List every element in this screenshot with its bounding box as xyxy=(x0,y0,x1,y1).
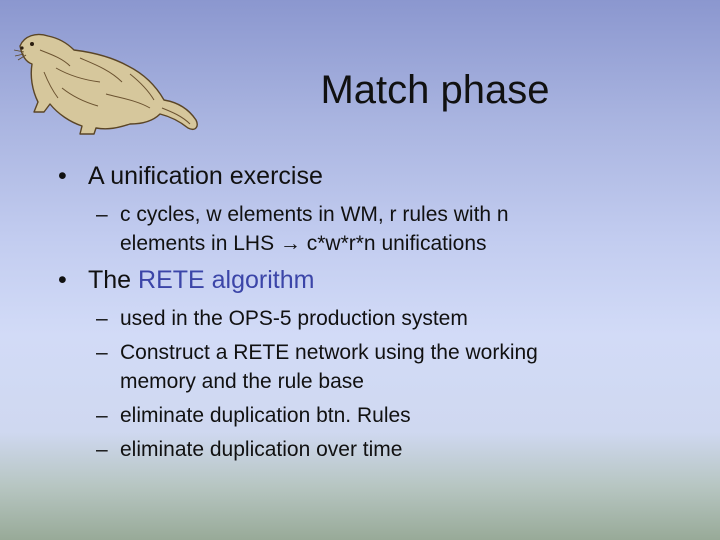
bullet-text: The xyxy=(88,266,139,294)
bullet-symbol: • xyxy=(58,266,67,294)
dash-symbol: – xyxy=(96,404,108,427)
bullet-text: A unification exercise xyxy=(88,162,323,190)
rete-algorithm-highlight: RETE algorithm xyxy=(138,266,315,294)
bullet-unification: • A unification exercise xyxy=(58,162,323,191)
bullet-symbol: • xyxy=(58,162,67,190)
sub-bullet-line: Construct a RETE network using the worki… xyxy=(120,341,538,364)
dash-symbol: – xyxy=(96,307,108,330)
text-part: c*w*r*n unifications xyxy=(300,232,487,255)
dash-symbol: – xyxy=(96,438,108,461)
text-part: elements in LHS xyxy=(120,232,280,255)
sub-bullet-line: eliminate duplication btn. Rules xyxy=(120,404,411,427)
sub-bullet-duplication-time: – eliminate duplication over time xyxy=(96,435,402,464)
sub-bullet-line: used in the OPS-5 production system xyxy=(120,307,468,330)
sub-bullet-line: eliminate duplication over time xyxy=(120,438,403,461)
dash-symbol: – xyxy=(96,203,108,226)
sub-bullet-line: memory and the rule base xyxy=(120,370,364,393)
arrow-symbol: → xyxy=(279,232,301,255)
sub-bullet-line: elements in LHS → c*w*r*n unifications xyxy=(120,229,509,258)
sub-bullet-cycles: – c cycles, w elements in WM, r rules wi… xyxy=(96,200,509,258)
sub-bullet-line: c cycles, w elements in WM, r rules with… xyxy=(120,203,509,226)
sub-bullet-duplication-rules: – eliminate duplication btn. Rules xyxy=(96,401,411,430)
dash-symbol: – xyxy=(96,341,108,364)
bullet-rete: • The RETE algorithm xyxy=(58,266,314,295)
slide-title: Match phase xyxy=(320,68,550,112)
sub-bullet-ops5: – used in the OPS-5 production system xyxy=(96,304,468,333)
otter-icon xyxy=(13,33,198,135)
sub-bullet-construct: – Construct a RETE network using the wor… xyxy=(96,338,538,396)
